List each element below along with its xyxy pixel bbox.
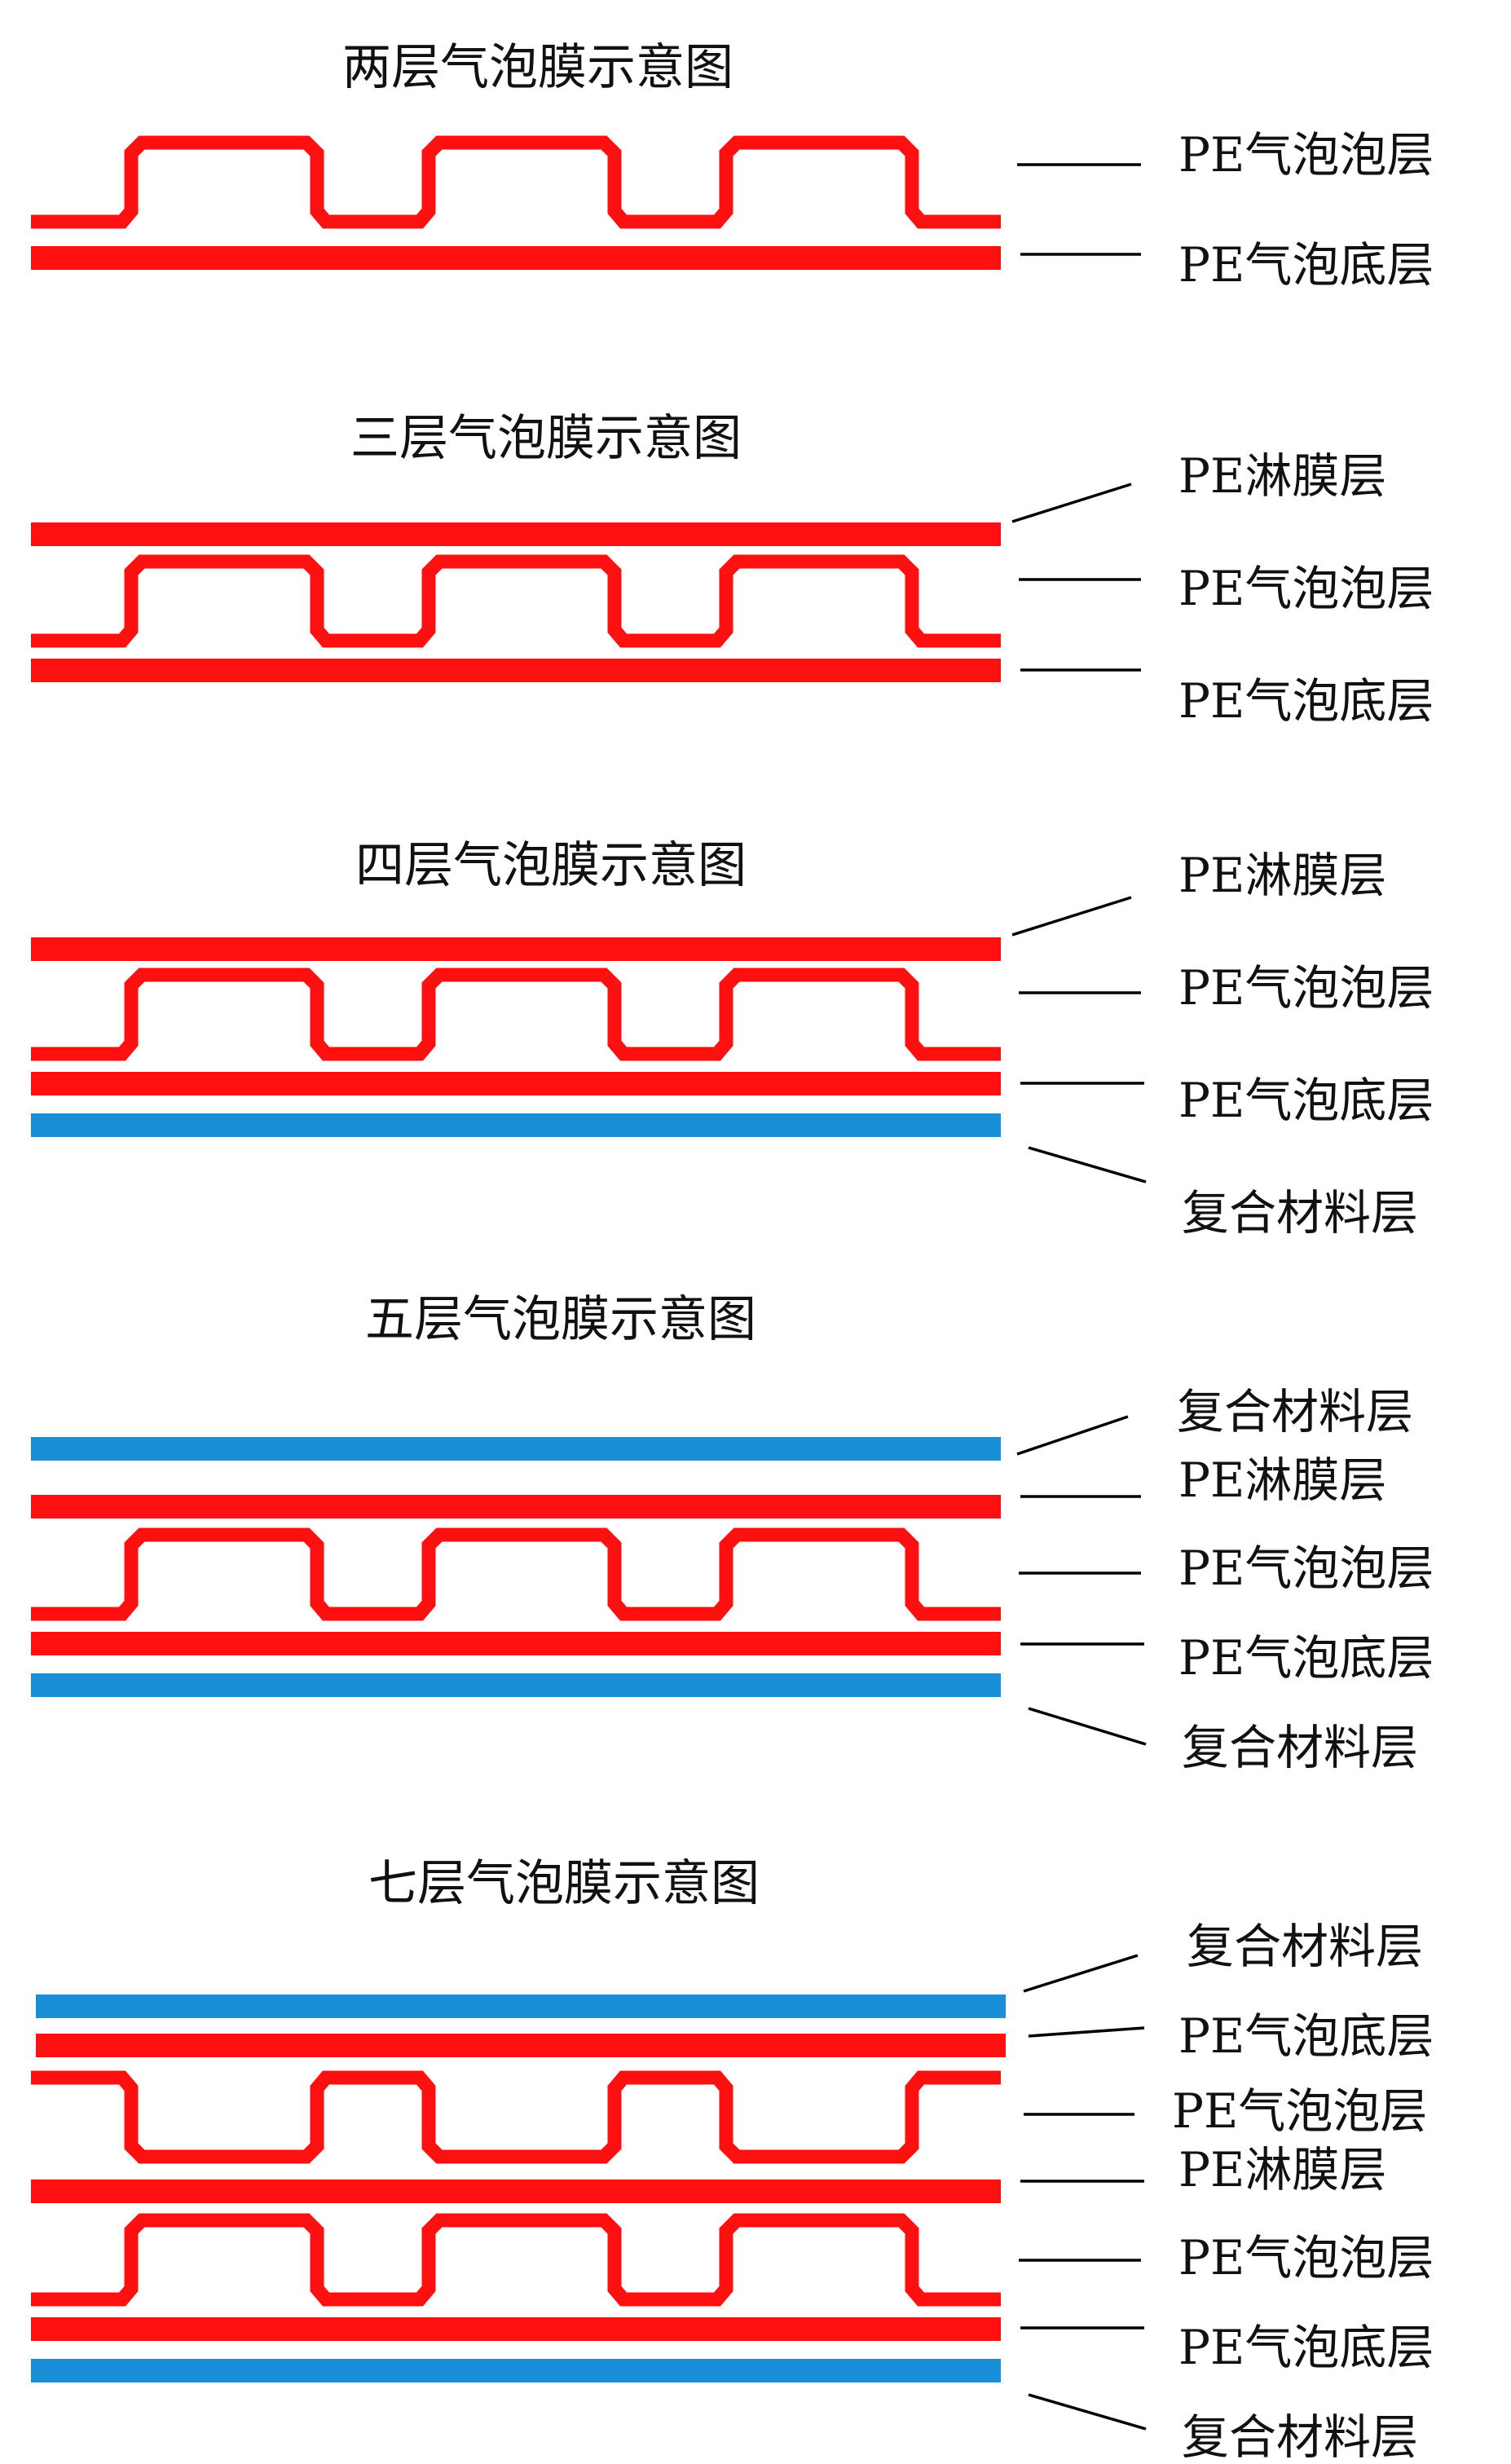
- pe-bubble-layer-inverted: [31, 2070, 1001, 2164]
- pe-bottom-sheet: [31, 2317, 1001, 2341]
- composite-material-sheet: [31, 1437, 1001, 1461]
- diagram-title: 七层气泡膜示意图: [368, 1855, 760, 1912]
- layer-label: PE气泡底层: [1178, 237, 1434, 293]
- pe-coating-sheet: [31, 937, 1001, 961]
- diagram-seven-layer: 七层气泡膜示意图 复合材料层 PE气泡底层 PE气泡泡层 PE淋膜层 PE气泡泡…: [31, 1855, 1434, 2464]
- layer-label: PE淋膜层: [1178, 448, 1386, 504]
- leader-line: [1011, 896, 1132, 937]
- leader-line: [1028, 2026, 1145, 2038]
- layer-label: PE淋膜层: [1178, 2142, 1386, 2197]
- layer-label: 复合材料层: [1177, 1384, 1413, 1439]
- layer-label: 复合材料层: [1182, 1720, 1418, 1775]
- leader-line: [1023, 1954, 1139, 1993]
- diagram-title: 四层气泡膜示意图: [355, 837, 747, 894]
- diagram-five-layer: 五层气泡膜示意图 复合材料层 PE淋膜层 PE气泡泡层 PE气泡底层 复合材料层: [31, 1291, 1434, 1775]
- pe-bottom-sheet: [36, 2034, 1006, 2057]
- composite-material-sheet: [31, 2359, 1001, 2382]
- layer-label: PE气泡泡层: [1178, 127, 1434, 183]
- layer-label: PE气泡泡层: [1178, 960, 1434, 1016]
- pe-bubble-layer: [31, 135, 1001, 229]
- diagram-title: 三层气泡膜示意图: [350, 410, 742, 467]
- leader-line: [1028, 1146, 1147, 1184]
- pe-coating-sheet: [31, 522, 1001, 546]
- composite-material-sheet: [31, 1673, 1001, 1697]
- leader-line: [1016, 1415, 1129, 1456]
- pe-coating-sheet: [31, 1495, 1001, 1519]
- pe-bubble-layer: [31, 554, 1001, 648]
- pe-bottom-sheet: [31, 1072, 1001, 1095]
- layer-label: PE气泡泡层: [1178, 1541, 1434, 1596]
- pe-bubble-layer: [31, 1527, 1001, 1621]
- diagram-three-layer: 三层气泡膜示意图 PE淋膜层 PE气泡泡层 PE气泡底层: [31, 410, 1434, 729]
- layer-label: PE气泡底层: [1178, 1073, 1434, 1128]
- composite-material-sheet: [31, 1113, 1001, 1137]
- layer-label: PE气泡泡层: [1178, 561, 1434, 616]
- layer-label: PE气泡泡层: [1178, 2230, 1434, 2285]
- pe-coating-sheet: [31, 2180, 1001, 2203]
- layer-label: PE气泡底层: [1178, 673, 1434, 729]
- diagram-two-layer: 两层气泡膜示意图 PE气泡泡层 PE气泡底层: [31, 39, 1434, 293]
- diagram-four-layer: 四层气泡膜示意图 PE淋膜层 PE气泡泡层 PE气泡底层 复合材料层: [31, 837, 1434, 1241]
- leader-line: [1028, 2393, 1147, 2431]
- diagram-title: 两层气泡膜示意图: [342, 39, 733, 96]
- layer-label: PE气泡底层: [1178, 2320, 1434, 2375]
- layer-label: 复合材料层: [1182, 2409, 1418, 2464]
- pe-bubble-layer: [31, 968, 1001, 1061]
- leader-line: [1028, 1707, 1147, 1746]
- pe-bubble-layer: [31, 2213, 1001, 2307]
- diagram-title: 五层气泡膜示意图: [365, 1291, 756, 1348]
- pe-bottom-sheet: [31, 246, 1001, 270]
- layer-label: PE气泡底层: [1178, 2008, 1434, 2064]
- layer-label: PE淋膜层: [1178, 1452, 1386, 1508]
- leader-line: [1011, 483, 1132, 523]
- layer-label: PE气泡底层: [1178, 1630, 1434, 1686]
- layer-label: 复合材料层: [1182, 1185, 1418, 1241]
- layer-label: PE气泡泡层: [1172, 2083, 1427, 2139]
- pe-bottom-sheet: [31, 1632, 1001, 1655]
- layer-label: 复合材料层: [1187, 1919, 1423, 1974]
- composite-material-sheet: [36, 1995, 1006, 2018]
- pe-bottom-sheet: [31, 659, 1001, 682]
- layer-label: PE淋膜层: [1178, 848, 1386, 903]
